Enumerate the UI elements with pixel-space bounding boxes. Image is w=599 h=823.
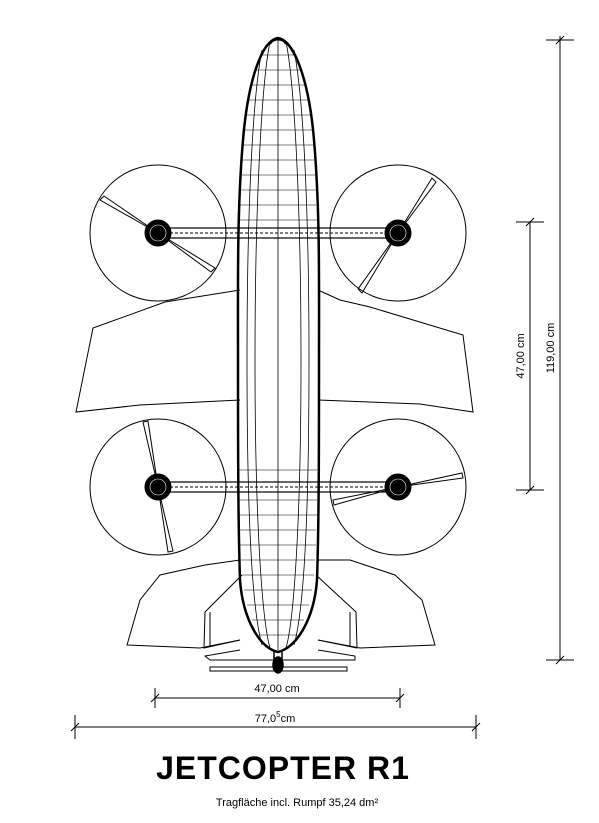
drawing-subtitle: Tragfläche incl. Rumpf 35,24 dm² [216, 797, 379, 809]
tail-nozzle [272, 650, 284, 674]
dimension-rotor-span-label: 47,00 cm [254, 683, 299, 695]
tail-fin-left [203, 574, 243, 649]
fuselage-mesh-front [239, 54, 317, 221]
fuselage-mesh-rear [239, 469, 317, 636]
tail-fin-right [315, 574, 358, 649]
front-wing-right [317, 289, 474, 413]
fuselage-nose [269, 38, 287, 45]
dimension-rotor-span [150, 688, 405, 708]
rotor-front-left-blades [99, 195, 216, 273]
dimension-total-length [546, 35, 574, 665]
tail-stabilizer [203, 649, 356, 661]
rotor-rear-right-blades [332, 472, 464, 506]
motor-hubs [144, 219, 412, 501]
rotor-rear-left-blades [142, 420, 174, 553]
dimension-rotor-spacing [516, 217, 544, 495]
drawing-title: JETCOPTER R1 [156, 750, 410, 786]
fuselage [236, 36, 321, 654]
motor-rear-right-icon [384, 473, 412, 501]
front-wing-left [75, 289, 241, 413]
rotor-front-right-blades [357, 177, 437, 294]
dimension-total-width [70, 715, 481, 739]
dimension-rotor-spacing-label: 47,00 cm [515, 333, 527, 378]
rear-wing-left [126, 559, 241, 649]
rear-wing-right [317, 559, 436, 649]
dimension-total-length-label: 119,00 cm [545, 323, 557, 374]
motor-front-right-icon [384, 219, 412, 247]
fuselage-ribs [246, 40, 310, 650]
motor-front-left-icon [144, 219, 172, 247]
motor-rear-left-icon [144, 473, 172, 501]
dimension-total-width-label: 77,05cm [255, 710, 296, 725]
